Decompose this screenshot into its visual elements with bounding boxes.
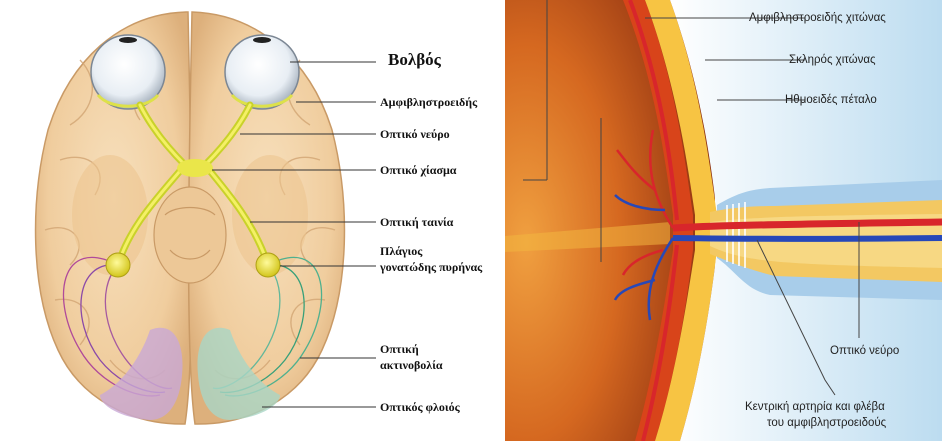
label-kentriki-line2: του αμφιβληστροειδούς xyxy=(767,416,886,430)
brain-visual-pathway-panel: Βολβός Αμφιβληστροειδής Οπτικό νεύρο Οπτ… xyxy=(0,0,505,441)
label-optiko-chiasma: Οπτικό χίασμα xyxy=(380,163,456,178)
central-retinal-vein xyxy=(673,238,942,239)
label-plagios-line1: Πλάγιος xyxy=(380,244,422,259)
label-aktinobolia-line1: Οπτική xyxy=(380,342,419,357)
label-aktinobolia-line2: ακτινοβολία xyxy=(380,358,443,373)
label-optiko-neyro: Οπτικό νεύρο xyxy=(380,127,450,142)
label-amfiblistroeidis-chitonas: Αμφιβληστροειδής χιτώνας xyxy=(749,11,886,25)
label-bolbos: Βολβός xyxy=(388,52,441,67)
optic-chiasm xyxy=(177,159,213,177)
optic-nerve-section-panel: Αμφιβληστροειδής χιτώνας Σκληρός χιτώνας… xyxy=(505,0,942,441)
label-plagios-line2: γονατώδης πυρήνας xyxy=(380,260,482,275)
label-ithmoeides-petalo: Ηθμοειδές πέταλο xyxy=(785,93,877,107)
label-optiko-neyro-right: Οπτικό νεύρο xyxy=(830,344,899,358)
lgn-left xyxy=(106,253,130,277)
label-optiki-tainia: Οπτική ταινία xyxy=(380,215,453,230)
label-floios: Οπτικός φλοιός xyxy=(380,400,460,415)
optic-nerve-illustration xyxy=(505,0,942,441)
label-skliros-chitonas: Σκληρός χιτώνας xyxy=(789,53,876,67)
lgn-right xyxy=(256,253,280,277)
label-amfiblistroeidis: Αμφιβληστροειδής xyxy=(380,95,477,110)
label-kentriki-line1: Κεντρική αρτηρία και φλέβα xyxy=(745,400,885,414)
brainstem xyxy=(154,187,226,283)
